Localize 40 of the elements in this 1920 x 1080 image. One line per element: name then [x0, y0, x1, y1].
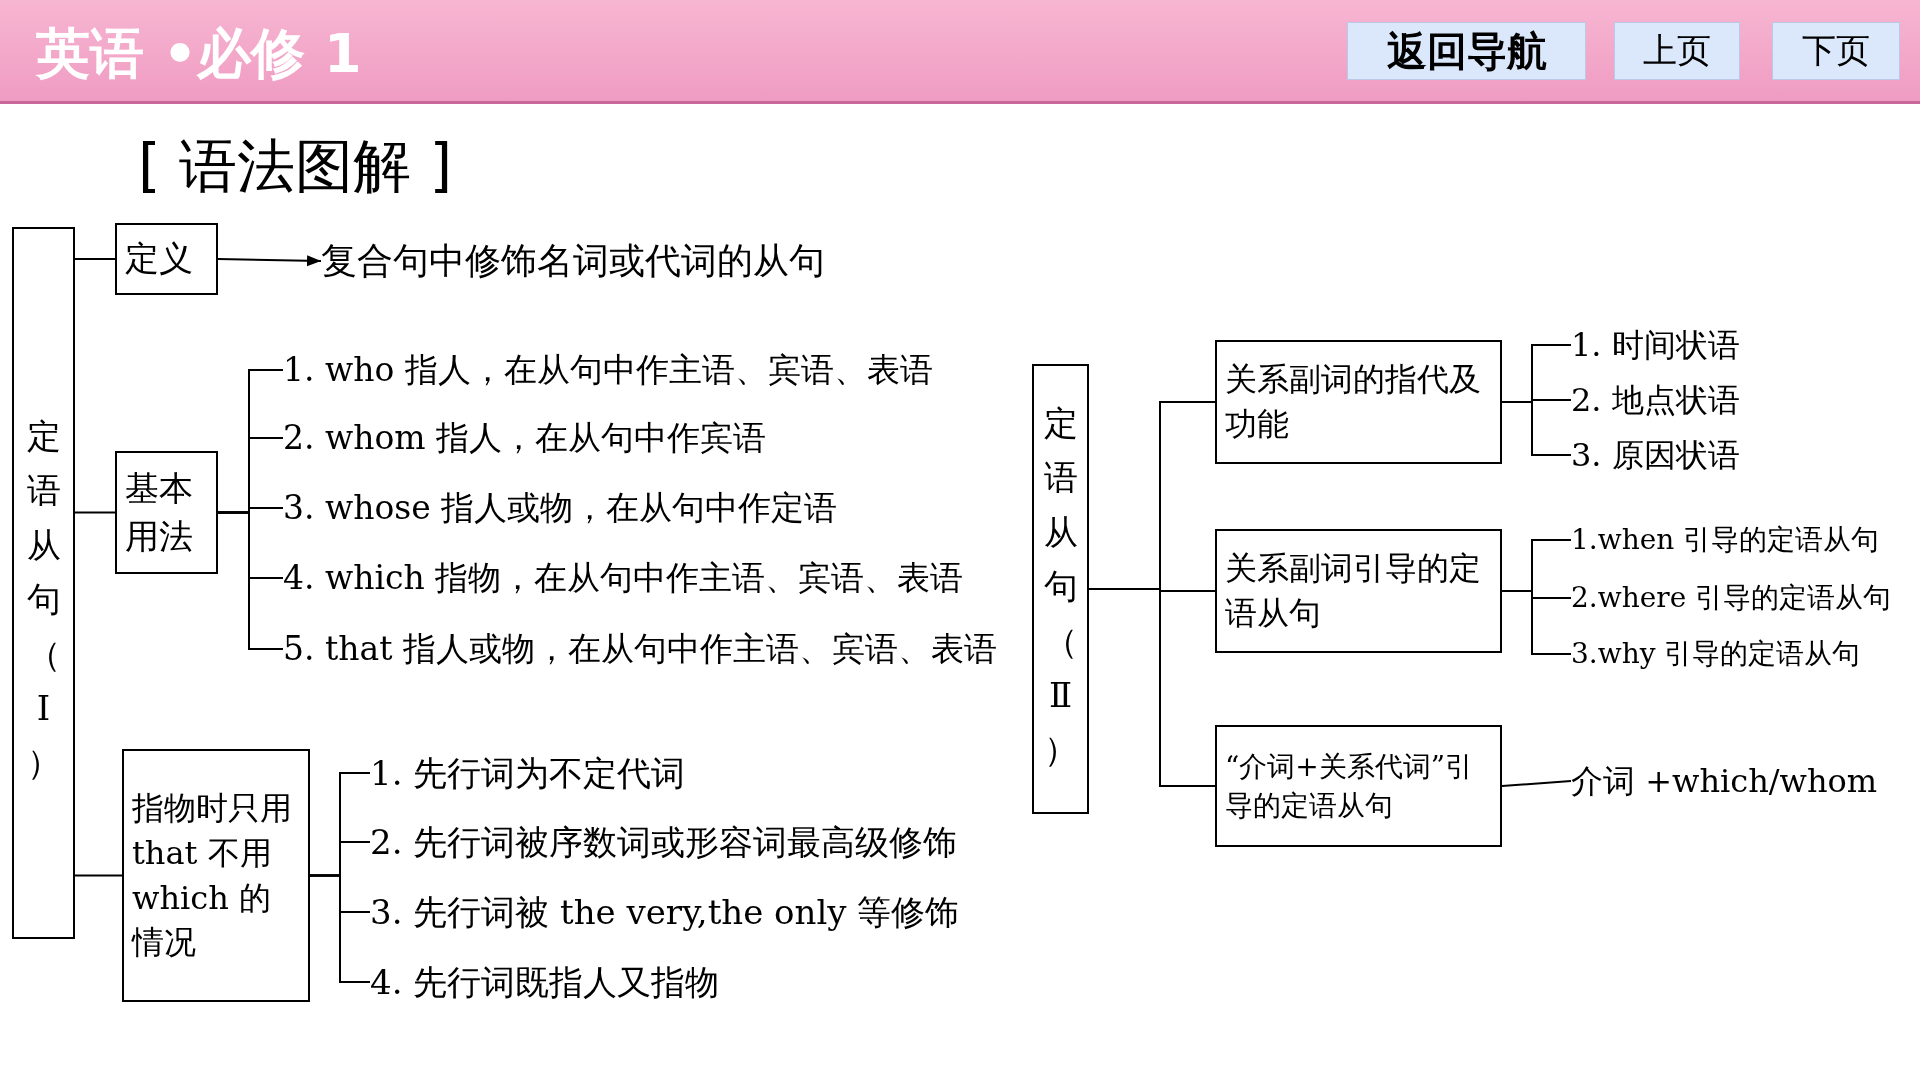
concept-box: 定义	[115, 223, 218, 295]
branch-text: 3.why 引导的定语从句	[1571, 632, 1861, 676]
branch-text: 复合句中修饰名词或代词的从句	[321, 239, 825, 283]
branch-text: 1.when 引导的定语从句	[1571, 518, 1880, 562]
nav-button: 返回导航	[1347, 22, 1586, 80]
branch-text: 1. 时间状语	[1571, 323, 1740, 367]
branch-text: 3. whose 指人或物，在从句中作定语	[283, 486, 838, 530]
connector-line	[74, 258, 116, 260]
connector-line	[1501, 590, 1572, 655]
branch-text: 1. who 指人，在从句中作主语、宾语、表语	[283, 348, 933, 392]
concept-box: 关系副词的指代及功能	[1215, 340, 1502, 464]
header-title: 英语 •必修 1	[36, 21, 362, 87]
vertical-box: 定语从句（Ⅰ）	[12, 227, 75, 939]
branch-text: 3. 先行词被 the very,the only 等修饰	[370, 890, 960, 934]
nav-button: 下页	[1772, 22, 1900, 80]
section-title: [ 语法图解 ]	[138, 131, 453, 202]
concept-box: 指物时只用 that 不用 which 的情况	[122, 749, 310, 1002]
concept-box: 基本用法	[115, 451, 218, 574]
branch-text: 1. 先行词为不定代词	[370, 751, 686, 795]
branch-text: 4. which 指物，在从句中作主语、宾语、表语	[283, 556, 964, 600]
connector-line	[1501, 401, 1572, 456]
branch-text: 介词 +which/whom	[1571, 759, 1878, 803]
branch-text: 2. 先行词被序数词或形容词最高级修饰	[370, 820, 958, 864]
connector-line	[74, 511, 116, 514]
branch-text: 2.where 引导的定语从句	[1571, 576, 1892, 620]
connector-line	[217, 511, 284, 650]
concept-box: “介词+关系代词”引导的定语从句	[1215, 725, 1502, 847]
connector-line	[309, 874, 371, 983]
connector-line	[1088, 588, 1216, 787]
branch-text: 3. 原因状语	[1571, 433, 1740, 477]
connector-line	[74, 874, 123, 877]
branch-text: 2. whom 指人，在从句中作宾语	[283, 416, 767, 460]
arrow	[217, 255, 322, 267]
branch-text: 5. that 指人或物，在从句中作主语、宾语、表语	[283, 627, 997, 671]
branch-text: 4. 先行词既指人又指物	[370, 960, 720, 1004]
vertical-box: 定语从句（Ⅱ）	[1032, 364, 1089, 814]
concept-box: 关系副词引导的定语从句	[1215, 529, 1502, 653]
connector-line	[1501, 780, 1572, 787]
nav-button: 上页	[1614, 22, 1740, 80]
branch-text: 2. 地点状语	[1571, 378, 1740, 422]
